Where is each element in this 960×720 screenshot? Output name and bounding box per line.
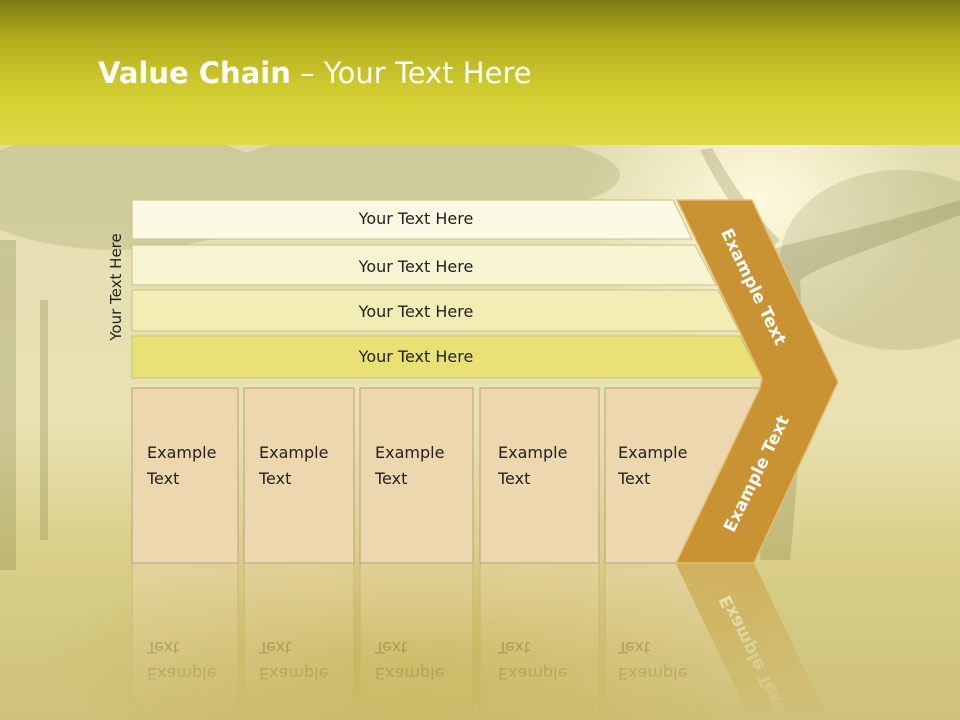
box-4-line1: Example	[498, 443, 567, 462]
box-3-line1: Example	[375, 443, 444, 462]
reflection-text-5: Example	[618, 664, 687, 683]
box-1: Example Text	[131, 387, 239, 564]
reflection-text-2b: Text	[258, 638, 291, 657]
reflection-text-5b: Text	[617, 638, 650, 657]
reflection-text-3b: Text	[374, 638, 407, 657]
bar-3-label: Your Text Here	[358, 302, 474, 321]
bar-1: Your Text Here	[131, 199, 693, 240]
reflection-text-1: Example	[147, 664, 216, 683]
box-2: Example Text	[243, 387, 355, 564]
box-3: Example Text	[359, 387, 474, 564]
bar-4-label: Your Text Here	[358, 347, 474, 366]
bar-2: Your Text Here	[131, 244, 717, 286]
reflection: Example Text Example Text Example Text E…	[131, 562, 829, 720]
box-5-line2: Text	[617, 469, 650, 488]
box-1-line1: Example	[147, 443, 216, 462]
box-3-line2: Text	[374, 469, 407, 488]
title-bold: Value Chain	[98, 56, 291, 90]
title-banner	[0, 0, 960, 145]
box-4: Example Text	[479, 387, 600, 564]
box-2-line1: Example	[259, 443, 328, 462]
bar-2-label: Your Text Here	[358, 257, 474, 276]
box-5-line1: Example	[618, 443, 687, 462]
box-1-line2: Text	[146, 469, 179, 488]
bar-3: Your Text Here	[131, 289, 740, 332]
bar-1-label: Your Text Here	[358, 209, 474, 228]
title-rest: – Your Text Here	[290, 56, 532, 90]
reflection-text-4b: Text	[497, 638, 530, 657]
reflection-text-2: Example	[259, 664, 328, 683]
bar-4: Your Text Here	[131, 335, 763, 379]
reflection-text-1b: Text	[146, 638, 179, 657]
slide-title: Value Chain – Your Text Here	[98, 56, 532, 90]
box-4-line2: Text	[497, 469, 530, 488]
reflection-text-4: Example	[498, 664, 567, 683]
box-2-line2: Text	[258, 469, 291, 488]
reflection-text-3: Example	[375, 664, 444, 683]
